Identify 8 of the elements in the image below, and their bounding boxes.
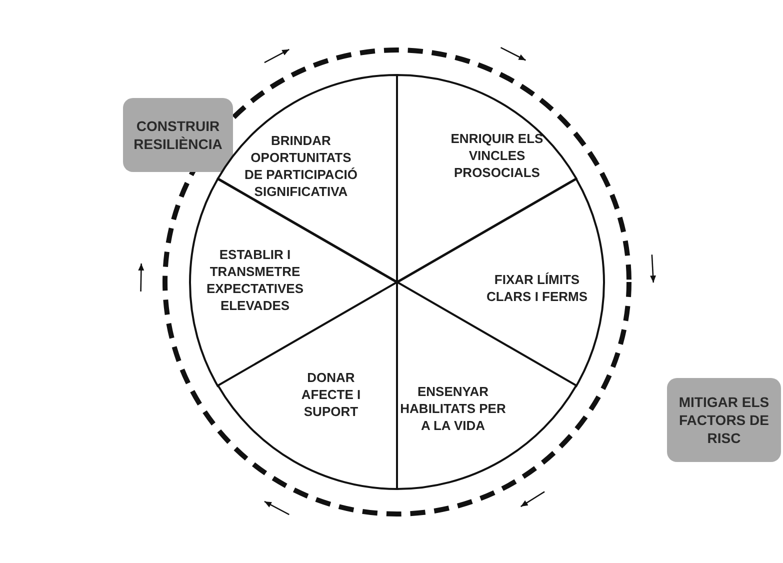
- label-box: MITIGAR ELS FACTORS DE RISC: [667, 378, 781, 462]
- sector-text: BRINDAR OPORTUNITATS DE PARTICIPACIÓ SIGNIFICATIVA: [244, 132, 358, 200]
- label-box: CONSTRUIR RESILIÈNCIA: [123, 98, 233, 172]
- sector-text: ENRIQUIR ELS VINCLES PROSOCIALS: [450, 130, 544, 180]
- sector-text: ENSENYAR HABILITATS PER A LA VIDA: [399, 382, 507, 434]
- sector-text: FIXAR LÍMITS CLARS I FERMS: [485, 271, 589, 305]
- sector-text: DONAR AFECTE I SUPORT: [300, 368, 362, 420]
- sector-text: ESTABLIR I TRANSMETRE EXPECTATIVES ELEVADES: [205, 246, 305, 314]
